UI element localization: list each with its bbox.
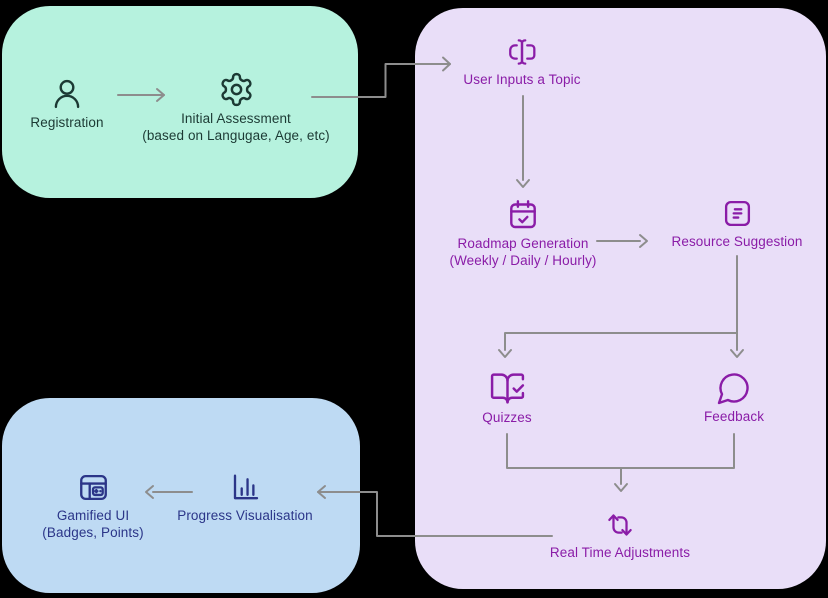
calendar-check-icon [510, 200, 536, 229]
node-sublabel: (based on Langugae, Age, etc) [142, 127, 330, 143]
node-label: Registration [30, 115, 104, 130]
learning-stage-panel [415, 8, 826, 589]
user-icon [54, 79, 80, 109]
node-sublabel: (Badges, Points) [42, 524, 144, 540]
node-roadmap-generation: Roadmap Generation (Weekly / Daily / Hou… [413, 197, 633, 269]
node-initial-assessment: Initial Assessment (based on Langugae, A… [136, 71, 336, 144]
node-label: Roadmap Generation [457, 236, 589, 251]
node-label: Initial Assessment [181, 111, 291, 126]
node-feedback: Feedback [674, 370, 794, 426]
node-realtime-adjustments: Real Time Adjustments [520, 508, 720, 562]
node-label: Quizzes [482, 410, 532, 425]
book-open-check-icon [490, 373, 524, 404]
node-resource-suggestion: Resource Suggestion [637, 196, 828, 251]
text-input-icon [509, 39, 536, 65]
progress-stage-panel [2, 398, 360, 593]
node-label: Resource Suggestion [671, 234, 803, 249]
node-quizzes: Quizzes [447, 370, 567, 427]
node-gamified-ui: Gamified UI (Badges, Points) [23, 470, 163, 541]
node-label: Feedback [703, 409, 765, 424]
node-label: User Inputs a Topic [463, 72, 581, 87]
repeat-arrows-icon [608, 514, 632, 536]
node-progress-visualisation: Progress Visualisation [155, 470, 335, 525]
node-sublabel: (Weekly / Daily / Hourly) [449, 252, 597, 268]
node-label: Gamified UI [56, 508, 130, 523]
document-lines-icon [724, 200, 750, 227]
gear-icon [220, 72, 252, 107]
browser-gamepad-icon [79, 474, 107, 501]
speech-bubble-icon [717, 373, 749, 405]
node-label: Real Time Adjustments [549, 545, 691, 560]
bar-chart-icon [233, 474, 258, 500]
onboarding-stage-panel [2, 6, 358, 198]
node-label: Progress Visualisation [177, 508, 313, 523]
node-user-input: User Inputs a Topic [422, 35, 622, 89]
node-registration: Registration [7, 76, 127, 132]
